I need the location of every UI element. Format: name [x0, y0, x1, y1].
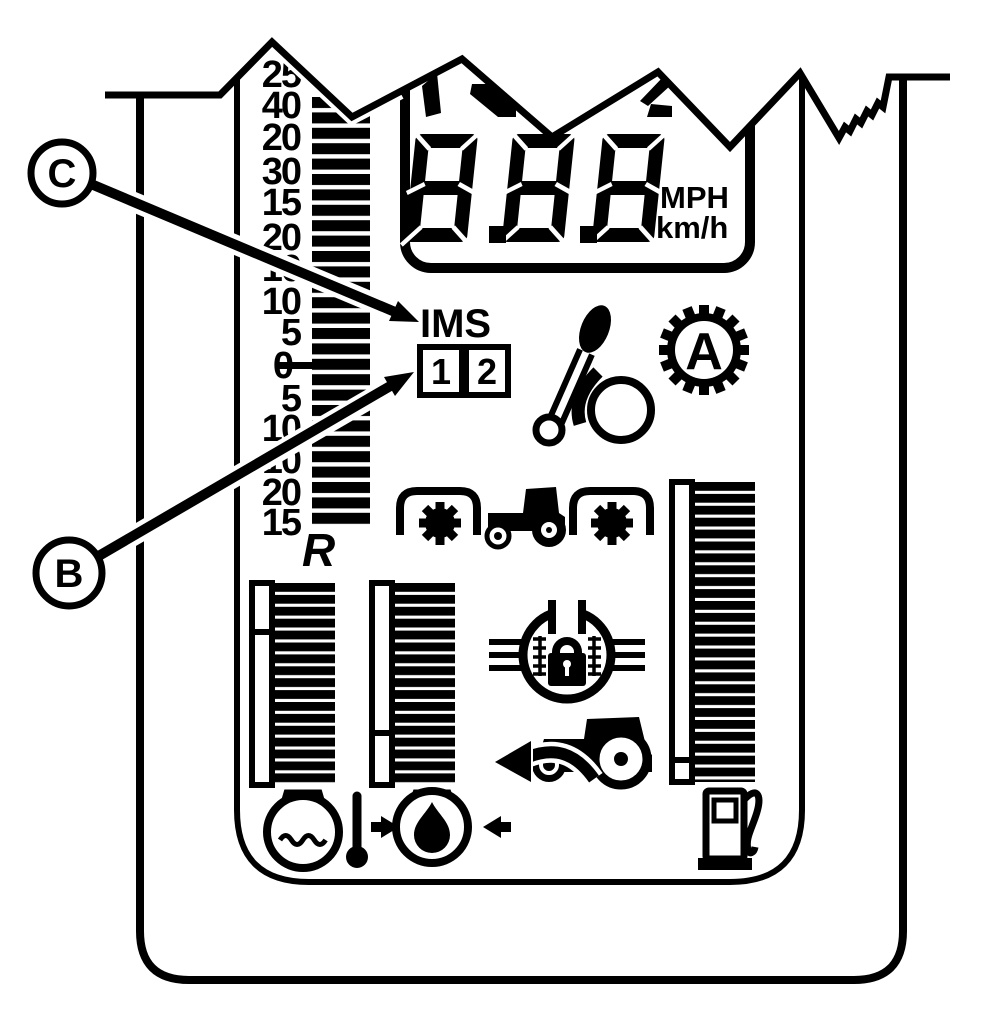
speed-bar-gauge — [277, 97, 370, 528]
front-pto-icon — [396, 487, 481, 545]
decimal-point — [580, 226, 597, 243]
decimal-point — [489, 226, 506, 243]
ims-label: IMS — [420, 302, 491, 346]
fuel-gauge — [669, 479, 755, 785]
scale-tick: 15 — [262, 182, 302, 224]
speed-bars — [312, 97, 370, 528]
callout-b: B — [32, 372, 414, 610]
fuel-pump-icon — [698, 787, 763, 870]
ims-mode1-box — [417, 344, 465, 398]
oil-gauge-zone-bottom — [369, 730, 395, 788]
scale-tick: 20 — [262, 472, 301, 514]
scale-tick: 20 — [262, 117, 301, 159]
torn-remnant — [422, 73, 441, 117]
auto-mode-label: A — [685, 323, 723, 381]
torn-remnant — [640, 77, 671, 106]
torn-mask — [0, 0, 950, 147]
oil-gauge-zone-top — [369, 580, 395, 736]
reverse-direction-icon — [490, 717, 652, 790]
zero-tick — [277, 362, 312, 369]
coolant-gauge-zone-top — [249, 580, 275, 635]
callout-c-label: C — [48, 152, 77, 196]
outer-bezel — [136, 72, 907, 984]
rear-pto-icon — [569, 487, 654, 545]
unit-mph-label: MPH — [660, 180, 729, 215]
fuel-gauge-zone-bottom — [669, 757, 695, 785]
oil-gauge — [369, 580, 455, 788]
callout-c: C — [27, 138, 419, 323]
torn-remnant — [470, 84, 516, 117]
fuel-gauge-zone-top — [669, 479, 695, 763]
unit-kmh-label: km/h — [656, 210, 728, 245]
callout-b-label: B — [55, 552, 84, 596]
ims-mode1-label: 1 — [431, 351, 451, 392]
auto-gear-icon: A — [659, 305, 749, 395]
scale-tick: 5 — [281, 312, 302, 354]
coolant-temperature-icon — [263, 789, 368, 872]
callout-c-arrowhead — [389, 301, 419, 322]
gear-lever-icon — [532, 305, 655, 447]
callout-b-arrowhead — [384, 372, 414, 396]
coolant-gauge-bars — [273, 583, 335, 785]
reverse-label: R — [302, 524, 335, 576]
scale-tick: 15 — [262, 502, 302, 544]
coolant-gauge-zone-bottom — [249, 629, 275, 788]
scale-tick: 40 — [262, 85, 301, 127]
coolant-gauge — [249, 580, 335, 788]
scale-tick: 10 — [262, 281, 301, 323]
digital-speed-display: 8.8.8 MPH km/h — [401, 131, 729, 245]
scale-tick-zero: 0 — [273, 345, 293, 387]
scale-tick: 5 — [281, 378, 302, 420]
tractor-icon — [484, 487, 566, 550]
torn-line — [105, 37, 950, 153]
fuel-gauge-bars — [693, 482, 755, 782]
callout-b-circle — [32, 536, 106, 610]
ims-indicator: IMS 1 2 — [417, 302, 511, 398]
ims-mode2-label: 2 — [477, 351, 497, 392]
speed-scale-labels: 25 40 20 30 15 20 10 10 5 0 5 10 10 20 1… — [262, 54, 336, 576]
torn-remnant — [647, 104, 672, 117]
differential-lock-icon — [489, 598, 645, 704]
ims-mode2-box — [463, 344, 511, 398]
scale-tick: 30 — [262, 151, 301, 193]
callout-c-circle — [27, 138, 97, 208]
transmission-oil-icon — [371, 787, 511, 867]
lcd-frame — [234, 70, 805, 885]
oil-gauge-bars — [393, 583, 455, 785]
torn-edge — [0, 0, 950, 153]
